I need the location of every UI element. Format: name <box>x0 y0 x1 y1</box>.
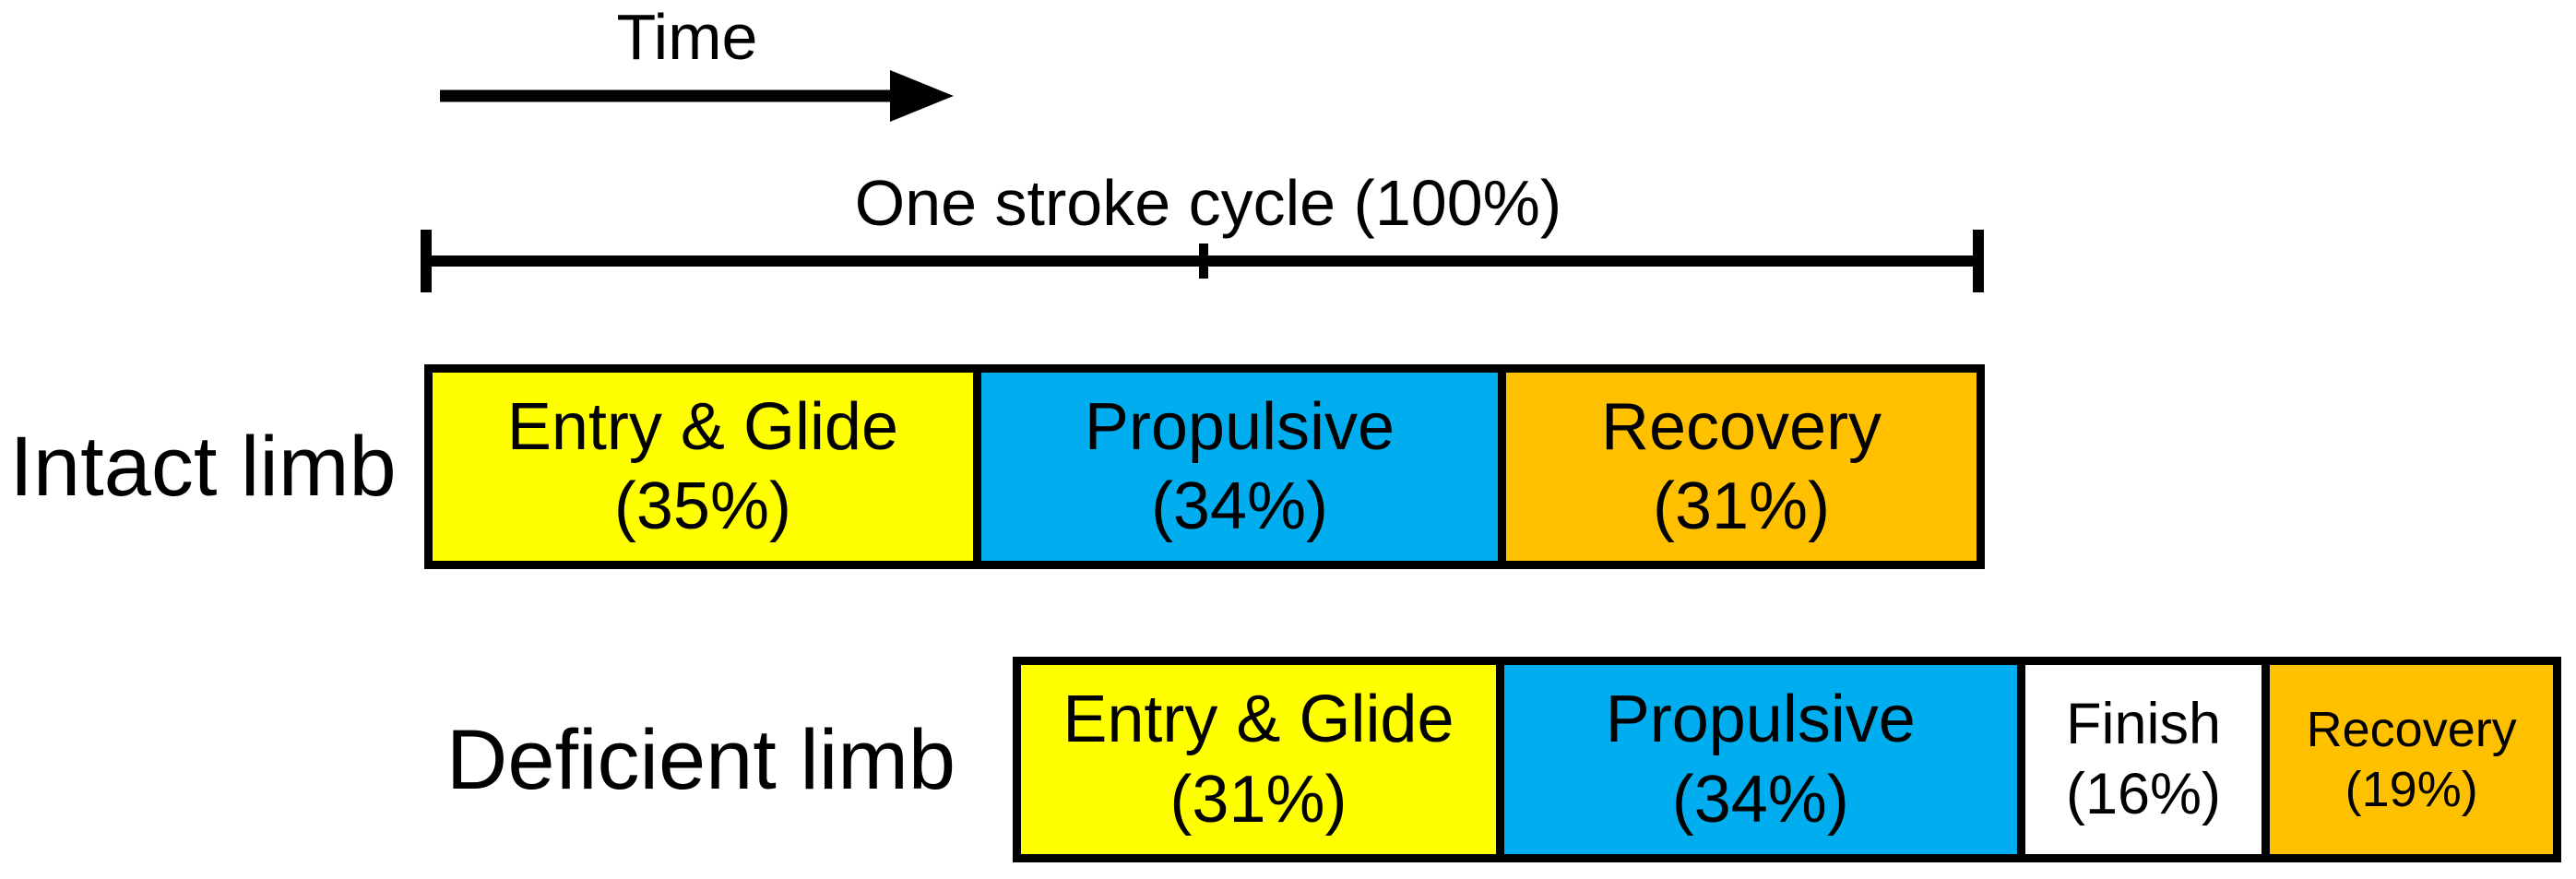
cycle-start-tick <box>421 230 432 292</box>
phase-percentage: (31%) <box>1652 469 1831 543</box>
cycle-end-tick <box>1973 230 1984 292</box>
time-arrow-icon <box>440 70 954 122</box>
phase-percentage: (35%) <box>613 469 791 543</box>
phase-percentage: (34%) <box>1150 469 1328 543</box>
phase-name: Recovery <box>1600 389 1882 464</box>
row-label-intact-limb: Intact limb <box>9 420 397 514</box>
stroke-cycle-label: One stroke cycle (100%) <box>854 167 1562 239</box>
phase-bar-intact-limb: Entry & Glide(35%)Propulsive(34%)Recover… <box>424 364 1985 569</box>
phase-percentage: (34%) <box>1671 762 1849 837</box>
phase-segment-entry-glide: Entry & Glide(31%) <box>1021 665 1496 854</box>
phase-percentage: (16%) <box>2065 761 2222 826</box>
phase-percentage: (31%) <box>1169 762 1347 837</box>
phase-name: Propulsive <box>1084 389 1395 464</box>
phase-name: Entry & Glide <box>506 389 899 464</box>
time-axis-label: Time <box>616 1 758 73</box>
phase-bar-deficient-limb: Entry & Glide(31%)Propulsive(34%)Finish(… <box>1013 657 2561 862</box>
phase-segment-propulsive: Propulsive(34%) <box>972 373 1499 561</box>
phase-segment-recovery: Recovery(31%) <box>1498 373 1977 561</box>
phase-name: Recovery <box>2306 701 2517 757</box>
phase-percentage: (19%) <box>2345 761 2478 817</box>
cycle-midpoint-tick <box>1199 244 1208 279</box>
phase-name: Entry & Glide <box>1062 683 1454 757</box>
phase-name: Propulsive <box>1605 683 1916 757</box>
row-label-deficient-limb: Deficient limb <box>445 712 956 807</box>
phase-segment-propulsive: Propulsive(34%) <box>1495 665 2017 854</box>
phase-segment-recovery: Recovery(19%) <box>2261 665 2553 854</box>
phase-segment-finish: Finish(16%) <box>2016 665 2262 854</box>
phase-segment-entry-glide: Entry & Glide(35%) <box>433 373 973 561</box>
phase-name: Finish <box>2065 691 2222 756</box>
